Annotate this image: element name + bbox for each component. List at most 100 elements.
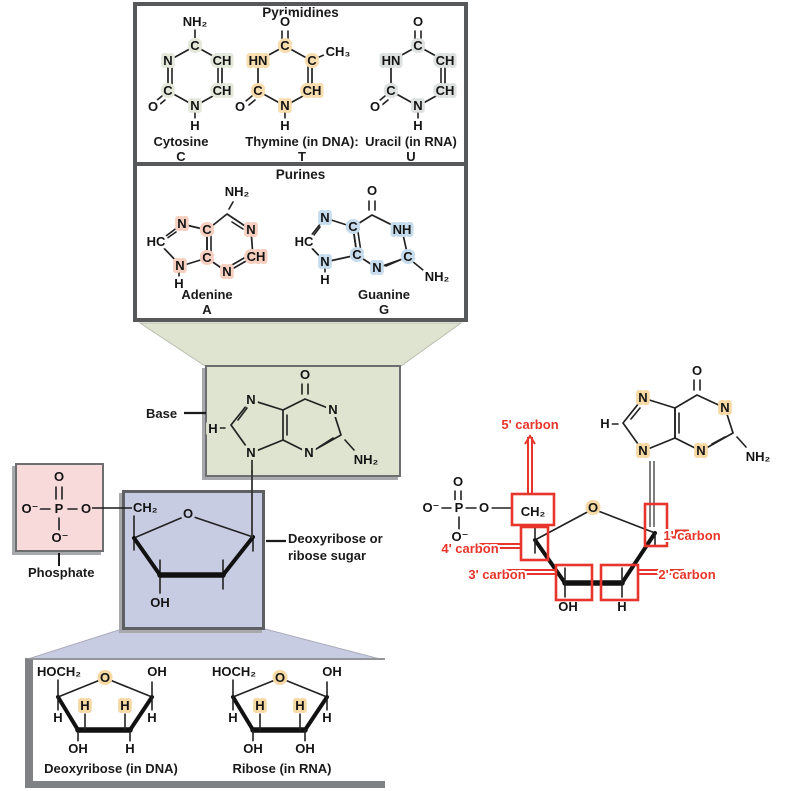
base-structure: O N N N N H NH₂ [205, 364, 381, 474]
purines-box [133, 162, 468, 322]
atom-ch: CH [436, 83, 455, 98]
thymine-structure: O C C CH₃ CH N C HN H O [232, 11, 353, 136]
atom-n: N [720, 400, 729, 415]
sugar-thick-bonds [132, 535, 255, 578]
atom-h: H [295, 698, 304, 713]
thymine-ring [257, 45, 313, 107]
arrow-up-icon [524, 434, 536, 445]
adenine-bonds [165, 201, 245, 279]
uracil-ring [390, 45, 446, 107]
atom-hn: HN [382, 53, 401, 68]
atom-oh: OH [322, 664, 342, 679]
atom-o: O [81, 501, 91, 516]
atom-n: N [372, 260, 381, 275]
base-sugar-connector [649, 461, 655, 527]
atom-h: H [228, 710, 237, 725]
atom-n: N [696, 443, 705, 458]
uracil-letter: U [406, 149, 416, 164]
atom-oh: OH [243, 741, 263, 756]
atom-o: O [367, 183, 377, 198]
right-phosphate-bonds [441, 490, 513, 532]
atom-c: C [202, 222, 212, 237]
right-guanine-pent-ring [622, 397, 676, 452]
atom-o: O [588, 500, 598, 515]
atom-ch: CH [213, 83, 232, 98]
atom-o: O [183, 506, 193, 521]
atom-hn: HN [249, 53, 268, 68]
atom-ch2: CH₂ [521, 504, 546, 519]
atom-c: C [307, 53, 317, 68]
sugar-to-pentose-funnel [27, 628, 381, 660]
atom-oh: OH [295, 741, 315, 756]
uracil-name: Uracil (in RNA) [365, 134, 457, 149]
right-sugar-thick-bonds [533, 531, 657, 586]
carbon-5-label: 5' carbon [501, 417, 558, 432]
deoxyribose-bonds [57, 679, 153, 742]
atom-nh2: NH₂ [183, 14, 208, 29]
pyrimidines-box [133, 2, 468, 166]
right-guanine-bonds [610, 379, 747, 448]
atom-oh: OH [147, 664, 167, 679]
atom-ch3: CH₃ [326, 44, 351, 59]
atom-o: O [100, 670, 110, 685]
adenine-caption: Adenine A [157, 287, 257, 317]
carbon-1-box [643, 502, 669, 548]
atom-nh2: NH₂ [425, 269, 450, 284]
atom-n: N [175, 258, 184, 273]
base-rings [230, 398, 342, 454]
atom-o: O [413, 14, 423, 29]
atom-n: N [246, 392, 255, 407]
atom-o-minus: O⁻ [22, 501, 39, 516]
atom-c: C [403, 249, 413, 264]
guanine-bonds [313, 200, 424, 275]
adenine-pent-ring [157, 223, 208, 267]
sugar-label: Deoxyribose or ribose sugar [288, 531, 383, 563]
deoxyribose-structure: HOCH₂ O OH H H H H OH H [34, 661, 170, 759]
sugar-thin-bonds [133, 514, 254, 594]
pyrimidines-title: Pyrimidines [262, 5, 339, 20]
atom-nh2: NH₂ [354, 452, 379, 467]
ribose-structure: HOCH₂ O OH H H H H OH OH [209, 661, 345, 759]
atom-ch2: CH₂ [133, 500, 158, 515]
atom-o: O [453, 474, 463, 489]
purines-to-base-funnel [138, 322, 463, 367]
atom-nh2: NH₂ [746, 449, 771, 464]
carbon-3-label: 3' carbon [468, 567, 525, 582]
atom-n: N [638, 390, 647, 405]
thymine-letter: T [298, 149, 306, 164]
carbon-2-label: 2' carbon [658, 567, 715, 582]
atom-ch: CH [247, 249, 266, 264]
atom-h: H [255, 698, 264, 713]
carbon-2-box [599, 563, 640, 602]
atom-hoch2: HOCH₂ [37, 664, 81, 679]
carbon-3-box [554, 563, 594, 602]
atom-o-minus: O⁻ [52, 530, 69, 545]
guanine-letter: G [378, 302, 390, 317]
phosphate-structure: O O⁻ P O O⁻ [19, 466, 95, 548]
atom-nh2: NH₂ [225, 184, 250, 199]
atom-h: H [174, 276, 183, 291]
cytosine-name: Cytosine [153, 134, 209, 149]
deoxyribose-name: Deoxyribose (in DNA) [44, 761, 178, 776]
atom-h: H [80, 698, 89, 713]
atom-c: C [190, 38, 200, 53]
atom-h: H [147, 710, 156, 725]
cytosine-letter: C [176, 149, 186, 164]
atom-hc: HC [295, 234, 314, 249]
atom-c: C [413, 38, 423, 53]
atom-c: C [280, 38, 290, 53]
pentose-panel [25, 658, 385, 788]
base-label: Base [146, 406, 178, 421]
atom-h: H [600, 416, 609, 431]
atom-h: H [280, 118, 289, 133]
adenine-structure: NH₂ N CH N C C N HC N H [144, 181, 269, 294]
atom-ch: CH [213, 53, 232, 68]
uracil-bonds [378, 30, 442, 121]
atom-c: C [348, 219, 358, 234]
atom-n: N [304, 445, 313, 460]
atom-hoch2: HOCH₂ [212, 664, 256, 679]
ribose-thick-bonds [231, 695, 329, 733]
atom-p: P [455, 500, 464, 515]
atom-c: C [163, 83, 173, 98]
